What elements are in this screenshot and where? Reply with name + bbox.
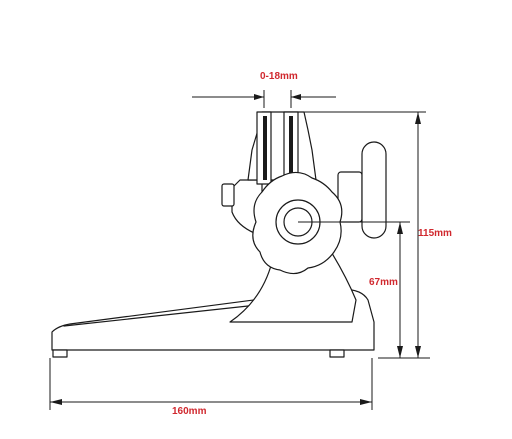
locking-lever <box>361 141 387 239</box>
clamp-head <box>221 111 387 275</box>
jaw-left-insert <box>263 116 267 180</box>
dimension-axis-height: 67mm <box>298 221 410 358</box>
label-axis-height: 67mm <box>369 277 398 288</box>
dimension-total-height: 115mm <box>302 111 452 359</box>
stand-body <box>51 249 375 358</box>
clamp-side-nut <box>221 183 235 207</box>
base-foot-right <box>329 349 345 358</box>
dimension-base-length: 160mm <box>49 358 373 417</box>
dimension-jaw-gap: 0-18mm <box>192 71 336 108</box>
label-base-length: 160mm <box>172 406 207 417</box>
label-total-height: 115mm <box>418 228 452 239</box>
jaw-right-insert <box>289 116 293 180</box>
base-foot-left <box>52 349 68 358</box>
label-jaw-gap: 0-18mm <box>260 71 298 82</box>
